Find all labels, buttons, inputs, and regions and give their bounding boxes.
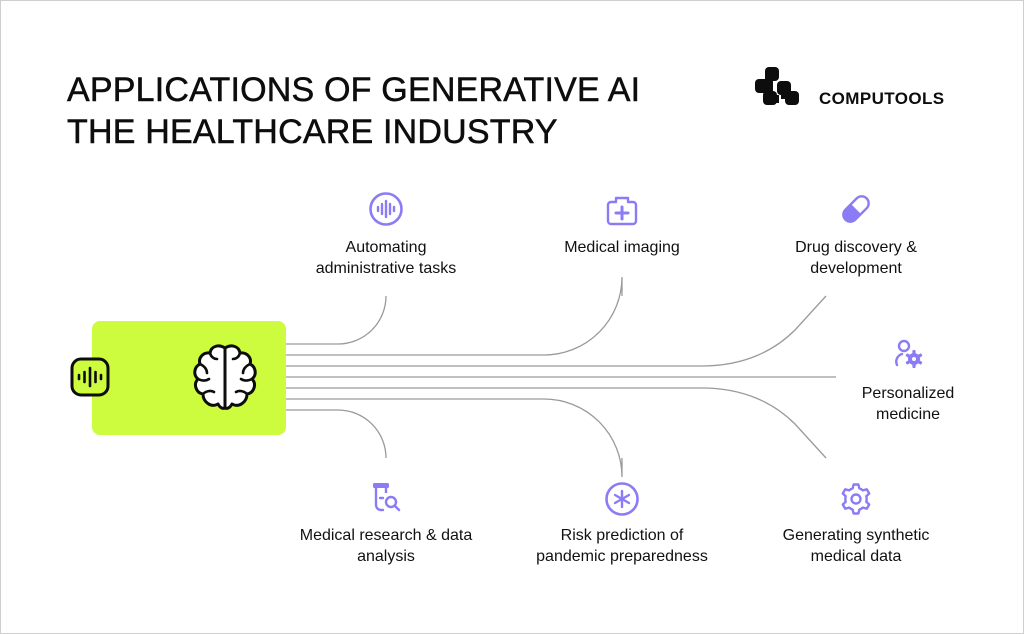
- medical-kit-icon: [606, 196, 638, 226]
- application-label: Risk prediction of: [560, 527, 684, 544]
- application-medical-research: Medical research & data analysis: [286, 481, 486, 567]
- test-tube-search-icon: [373, 483, 401, 512]
- voice-wave-icon: [70, 357, 110, 397]
- application-risk-prediction: Risk prediction of pandemic preparedness: [522, 481, 722, 567]
- audio-wave-circle-icon: [369, 192, 403, 226]
- application-label: analysis: [357, 548, 415, 565]
- application-label: Automating: [345, 239, 427, 256]
- computools-logo-icon: [755, 67, 799, 105]
- pill-capsule-icon: [842, 195, 870, 223]
- application-label: administrative tasks: [315, 260, 457, 277]
- application-label: Medical research & data: [299, 527, 473, 544]
- gear-icon: [841, 483, 871, 515]
- asterisk-circle-icon: [605, 482, 639, 516]
- brain-icon: [193, 344, 257, 410]
- application-synthetic-data: Generating synthetic medical data: [756, 481, 956, 567]
- application-label: Generating synthetic: [782, 527, 930, 544]
- brand-name: COMPUTOOLS: [819, 89, 945, 108]
- title-line-1: APPLICATIONS OF GENERATIVE AI: [67, 71, 641, 110]
- application-label: Medical imaging: [564, 239, 680, 256]
- application-label: development: [810, 260, 902, 277]
- title-line-2: THE HEALTHCARE INDUSTRY: [67, 113, 558, 152]
- application-automating-admin: Automating administrative tasks: [296, 191, 476, 279]
- application-label: pandemic preparedness: [536, 548, 708, 565]
- application-drug-discovery: Drug discovery & development: [766, 191, 946, 279]
- application-personalized-medicine: Personalized medicine: [818, 337, 998, 425]
- brand-logo: COMPUTOOLS: [755, 67, 944, 109]
- page-title: APPLICATIONS OF GENERATIVE AI THE HEALTH…: [67, 69, 641, 153]
- application-label: Personalized: [861, 385, 955, 402]
- person-gear-icon: [895, 339, 923, 368]
- application-label: Drug discovery &: [795, 239, 917, 256]
- application-medical-imaging: Medical imaging: [532, 191, 712, 258]
- application-label: medical data: [810, 548, 902, 565]
- application-label: medicine: [875, 406, 941, 423]
